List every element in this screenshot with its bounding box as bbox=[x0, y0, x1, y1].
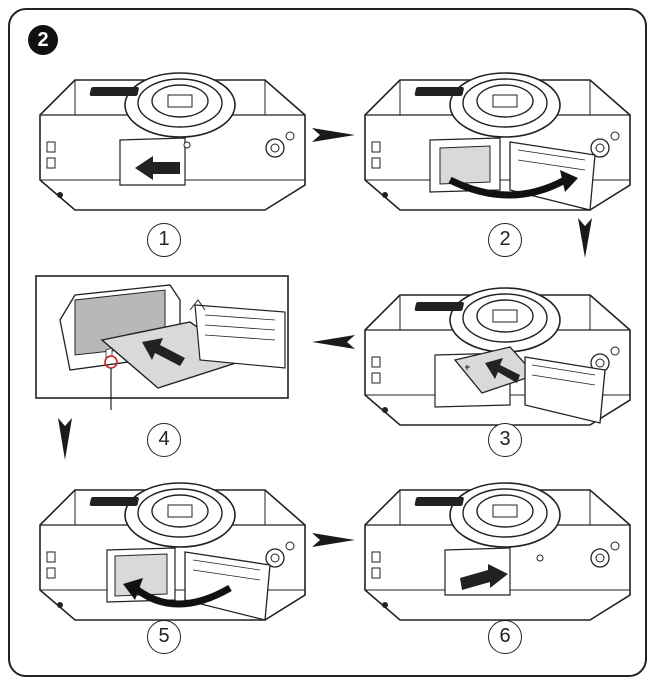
panel-6-camera bbox=[364, 482, 631, 621]
push-arrow-icon bbox=[142, 338, 185, 366]
down-arrow-icon bbox=[578, 218, 592, 258]
step-number-1: 1 bbox=[147, 223, 181, 257]
panel-1-camera bbox=[39, 72, 306, 211]
panel-5-camera bbox=[39, 482, 306, 621]
step-number-3: 3 bbox=[488, 423, 522, 457]
right-arrow-icon bbox=[312, 533, 355, 547]
step-number-5: 5 bbox=[147, 620, 181, 654]
left-arrow-icon bbox=[312, 335, 355, 349]
panel-4-closeup bbox=[35, 275, 289, 410]
step-number-2: 2 bbox=[488, 223, 522, 257]
panel-2-camera bbox=[364, 72, 631, 211]
panel-3-camera bbox=[364, 287, 631, 426]
slide-arrow-icon bbox=[135, 156, 180, 180]
slide-arrow-icon bbox=[460, 564, 508, 590]
right-arrow-icon bbox=[312, 128, 355, 142]
curved-arrow-icon bbox=[448, 176, 567, 199]
down-arrow-icon bbox=[58, 418, 72, 460]
diagram-frame bbox=[8, 8, 647, 677]
step-number-6: 6 bbox=[488, 620, 522, 654]
curved-arrow-icon bbox=[132, 584, 232, 608]
step-number-4: 4 bbox=[147, 423, 181, 457]
step-badge: 2 bbox=[28, 25, 58, 55]
push-arrow-icon bbox=[485, 358, 520, 383]
